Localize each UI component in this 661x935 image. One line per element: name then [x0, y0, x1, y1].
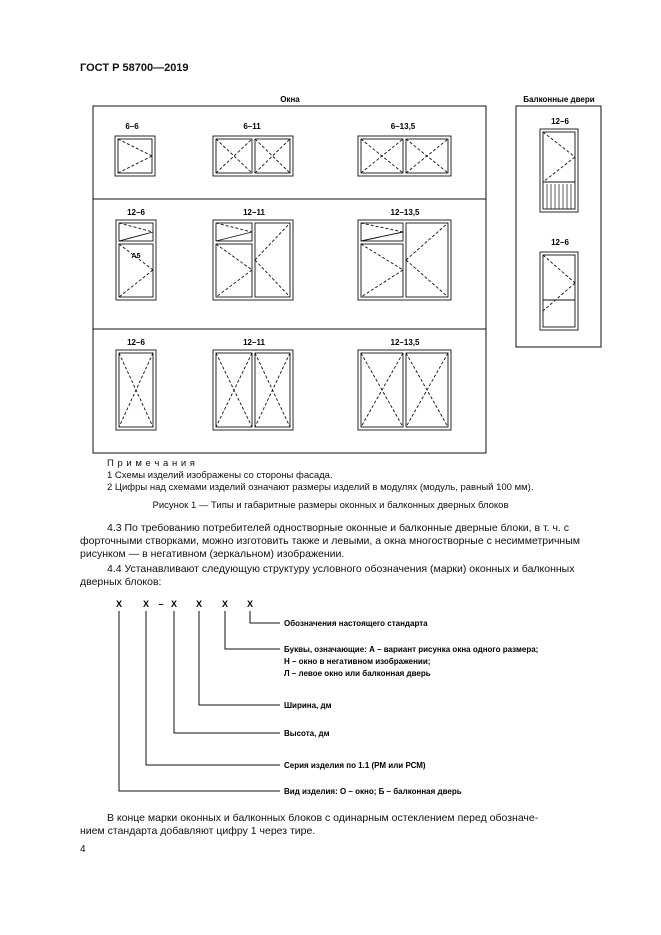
windows-title: Окна [280, 95, 300, 104]
legend-letters: Н – окно в негативном изображении; [284, 657, 430, 666]
marking-structure-diagram: Х Х – Х Х Х Х Обозначения настоящего ста… [116, 599, 538, 796]
para-4-4: 4.4 Устанавливают следующую структуру ус… [107, 563, 575, 575]
window-12-6 [115, 349, 157, 431]
window-label: 12–6 [127, 338, 145, 347]
mark-symbol: Х [116, 599, 122, 609]
windows-table-frame [92, 105, 487, 454]
legend-width: Ширина, дм [284, 701, 332, 710]
para-4-3: форточными створками, можно изготовить т… [80, 535, 581, 547]
a5-mark: А5 [132, 253, 141, 260]
window-6-13-5 [357, 135, 452, 177]
window-12-11 [212, 349, 294, 431]
window-12-6-transom [115, 219, 157, 301]
window-label: 12–13,5 [391, 208, 420, 217]
mark-dash: – [158, 599, 163, 609]
figure-window-types: Окна Балконные двери 6–6 6–11 6–13,5 12–… [92, 95, 602, 454]
window-6-11 [212, 135, 294, 177]
mark-symbol: Х [247, 599, 253, 609]
window-6-6 [114, 135, 156, 177]
para-4-4: дверных блоков: [80, 576, 162, 588]
page-number: 4 [80, 844, 86, 855]
window-label: 12–11 [243, 208, 265, 217]
note-item: 1 Схемы изделий изображены со стороны фа… [107, 470, 333, 481]
window-label: 12–6 [127, 208, 145, 217]
final-paragraph: нием стандарта добавляют цифру 1 через т… [80, 825, 316, 837]
legend-standard: Обозначения настоящего стандарта [284, 619, 428, 628]
legend-letters: Буквы, означающие: А – вариант рисунка о… [284, 645, 538, 654]
balcony-door-2 [539, 251, 579, 331]
window-12-11-transom [212, 219, 294, 301]
legend-height: Высота, дм [284, 729, 330, 738]
window-label: 12–11 [243, 338, 265, 347]
window-label: 12–13,5 [391, 338, 420, 347]
mark-symbol: Х [171, 599, 177, 609]
doors-title: Балконные двери [523, 95, 594, 104]
door-label: 12–6 [551, 117, 569, 126]
door-label: 12–6 [551, 238, 569, 247]
figure-caption: Рисунок 1 — Типы и габаритные размеры ок… [152, 500, 509, 511]
window-12-13-5-transom [357, 219, 452, 301]
window-label: 6–13,5 [391, 122, 416, 131]
balcony-door-1 [539, 128, 579, 213]
window-12-13-5 [357, 349, 452, 431]
legend-letters: Л – левое окно или балконная дверь [284, 669, 431, 678]
note-item: 2 Цифры над схемами изделий означают раз… [107, 482, 534, 493]
window-label: 6–6 [125, 122, 139, 131]
legend-type: Вид изделия: О – окно; Б – балконная две… [284, 787, 462, 796]
window-label: 6–11 [243, 122, 261, 131]
final-paragraph: В конце марки оконных и балконных блоков… [107, 812, 539, 824]
para-4-3: 4.3 По требованию потребителей одноствор… [107, 522, 570, 534]
legend-series: Серия изделия по 1.1 (РМ или РСМ) [284, 761, 426, 770]
notes-title: П р и м е ч а н и я [107, 458, 196, 469]
doors-panel-frame [515, 105, 602, 348]
mark-symbol: Х [222, 599, 228, 609]
para-4-3: рисунком — в негативном (зеркальном) изо… [80, 548, 345, 560]
document-header: ГОСТ Р 58700—2019 [80, 62, 189, 74]
mark-symbol: Х [196, 599, 202, 609]
mark-symbol: Х [143, 599, 149, 609]
